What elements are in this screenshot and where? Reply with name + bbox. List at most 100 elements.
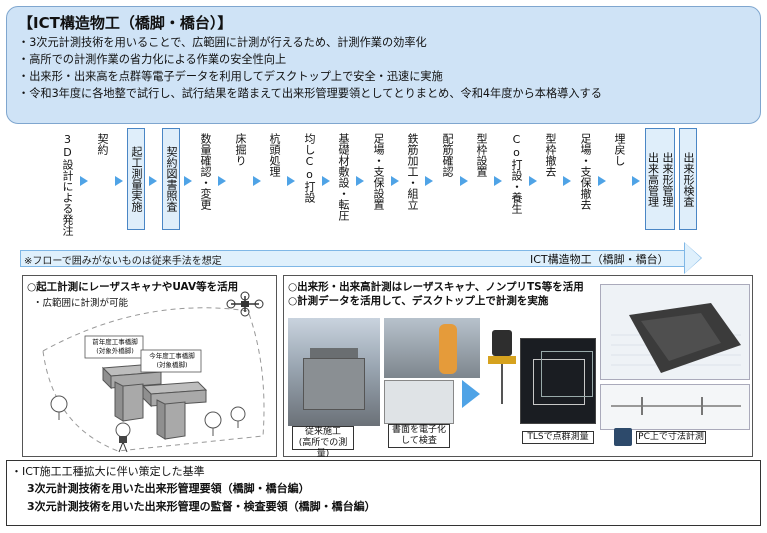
flow-step-13: 型枠設置 [472, 133, 490, 177]
flow-arrow-icon [322, 176, 330, 186]
flow-step-8: 均しCo打設 [300, 133, 318, 203]
flow-arrow-icon [115, 176, 123, 186]
surface-3d-image [600, 284, 750, 380]
flow-arrow-icon [391, 176, 399, 186]
surface-3d-graphic [611, 303, 741, 373]
label-old-pier-sub: (対象外橋脚) [96, 347, 134, 355]
standards-intro: ・ICT施工工種拡大に伴い策定した基準 [11, 465, 205, 478]
flow-arrow-icon [460, 176, 468, 186]
flow-step-17-text-1: 埋戻し [613, 133, 626, 166]
caption-tls: TLSで点群測量 [522, 431, 594, 444]
flow-step-10-text-1: 足場・支保設置 [372, 133, 385, 210]
flow-arrow-icon [149, 176, 157, 186]
header-panel [6, 6, 761, 124]
flow-step-6-text-1: 床掘り [234, 133, 247, 166]
flow-arrow-icon [218, 176, 226, 186]
pc-user-icon [614, 428, 632, 446]
caption-pc: PC上で寸法計測 [636, 431, 706, 444]
header-bullet-2: ・高所での計測作業の省力化による作業の安全性向上 [18, 53, 287, 66]
point-cloud-image [520, 338, 596, 424]
survey-panel-sub: ・広範囲に計測が可能 [33, 298, 129, 309]
flow-step-14: Co打設・養生 [507, 133, 525, 214]
flow-step-9-text-1: 基礎材敷設・転圧 [337, 133, 350, 221]
flow-arrow-icon [598, 176, 606, 186]
flow-step-18-text-2: 出来高管理 [646, 151, 660, 207]
standards-box: ・ICT施工工種拡大に伴い策定した基準 3次元計測技術を用いた出来形管理要領（橋… [6, 460, 761, 526]
flow-arrow-icon [356, 176, 364, 186]
caption-conventional-2: (高所での測量) [298, 438, 348, 459]
transition-arrow-icon [462, 380, 480, 408]
flow-arrow-icon [529, 176, 537, 186]
label-old-pier-name: 前年度工事橋脚 [92, 338, 138, 346]
caption-conventional: 従来施工 (高所での測量) [292, 426, 354, 459]
standard-item-2: 3次元計測技術を用いた出来形管理の監督・検査要領（橋脚・橋台編） [27, 500, 376, 513]
flow-step-6: 床掘り [231, 133, 249, 166]
label-new-pier-sub: (対象橋脚) [156, 361, 188, 369]
flow-arrow-icon [632, 176, 640, 186]
flow-step-16: 足場・支保撤去 [576, 133, 594, 210]
flow-step-2: 契約 [93, 133, 111, 155]
flow-step-4: 契約図書照査 [162, 128, 180, 230]
flow-step-15-text-1: 型枠撤去 [544, 133, 557, 177]
flow-note: ※フローで囲みがないものは従来手法を想定 [24, 256, 222, 267]
flow-step-5-text-1: 数量確認・変更 [199, 133, 212, 210]
conventional-photo [288, 318, 380, 426]
pier-old-icon [101, 363, 163, 422]
worker-photo [384, 318, 480, 378]
flow-step-11-text-1: 鉄筋加工・組立 [406, 133, 419, 210]
label-old-pier: 前年度工事橋脚 (対象外橋脚) [87, 338, 143, 356]
caption-digital: 書面を電子化 して検査 [388, 424, 450, 448]
flow-arrow-icon [494, 176, 502, 186]
flow-step-16-text-1: 足場・支保撤去 [579, 133, 592, 210]
standard-item-1: 3次元計測技術を用いた出来形管理要領（橋脚・橋台編） [27, 482, 310, 495]
flow-step-18-text-1: 出来形管理 [661, 151, 674, 207]
flow-step-7: 杭頭処理 [265, 133, 283, 177]
flow-step-1: 3D設計による発注 [58, 133, 76, 236]
caption-conventional-1: 従来施工 [304, 427, 341, 437]
caption-digital-2: して検査 [401, 436, 437, 446]
scanner-icon [118, 436, 128, 453]
flow-arrow-icon [184, 176, 192, 186]
label-new-pier: 今年度工事橋脚 (対象橋脚) [143, 352, 201, 370]
flow-step-3: 起工測量実施 [127, 128, 145, 230]
survey-illustration [42, 291, 265, 453]
flow-step-15: 型枠撤去 [541, 133, 559, 177]
flow-step-18: 出来形管理出来高管理 [645, 128, 675, 230]
flow-arrow-icon [287, 176, 295, 186]
header-bullet-4: ・令和3年度に各地整で試行し、試行結果を踏まえて出来形管理要領としてとりまとめ、… [18, 87, 602, 100]
caption-digital-1: 書面を電子化 [391, 425, 446, 435]
scan-range-outline [42, 307, 265, 452]
flow-step-8-text-1: 均しCo打設 [303, 133, 316, 203]
flow-step-2-text-1: 契約 [96, 133, 109, 155]
flow-arrow-icon [563, 176, 571, 186]
label-new-pier-name: 今年度工事橋脚 [149, 352, 195, 360]
flow-step-19-text-1: 出来形検査 [682, 151, 695, 207]
desktop-measure-image [600, 384, 750, 430]
survey-panel: ○起工計測にレーザスキャナやUAV等を活用 ・広範囲に計測が可能 [22, 275, 277, 457]
flow-step-11: 鉄筋加工・組立 [403, 133, 421, 210]
tls-scanner-icon [484, 328, 520, 408]
flow-step-5: 数量確認・変更 [196, 133, 214, 210]
measurement-panel: ○出来形・出来高計測はレーザスキャナ、ノンプリTS等を活用 ○計測データを活用し… [283, 275, 753, 459]
header-bullet-1: ・3次元計測技術を用いることで、広範囲に計測が行えるため、計測作業の効率化 [18, 36, 427, 49]
band-arrow [20, 250, 685, 267]
flow-arrow-icon [425, 176, 433, 186]
flow-step-7-text-1: 杭頭処理 [268, 133, 281, 177]
flow-step-17: 埋戻し [610, 133, 628, 166]
flow-step-4-text-1: 契約図書照査 [165, 146, 178, 212]
flow-step-13-text-1: 型枠設置 [475, 133, 488, 177]
flow-step-14-text-1: Co打設・養生 [510, 133, 523, 214]
flow-step-12-text-1: 配筋確認 [441, 133, 454, 177]
drone-icon [226, 291, 264, 317]
survey-panel-title: ○起工計測にレーザスキャナやUAV等を活用 [27, 281, 239, 293]
page-title: 【ICT構造物工（橋脚・橋台）】 [18, 14, 233, 32]
measurement-panel-title-2: ○計測データを活用して、デスクトップ上で計測を実施 [288, 295, 549, 307]
document-photo [384, 380, 454, 424]
header-bullet-3: ・出来形・出来高を点群等電子データを利用してデスクトップ上で安全・迅速に実施 [18, 70, 443, 83]
flow-step-10: 足場・支保設置 [369, 133, 387, 210]
flow-band-label: ICT構造物工（橋脚・橋台） [530, 253, 669, 266]
band-arrow-head [685, 243, 701, 273]
flow-step-1-text-1: 3D設計による発注 [61, 133, 74, 236]
flow-step-12: 配筋確認 [438, 133, 456, 177]
pier-new-icon [141, 381, 208, 440]
